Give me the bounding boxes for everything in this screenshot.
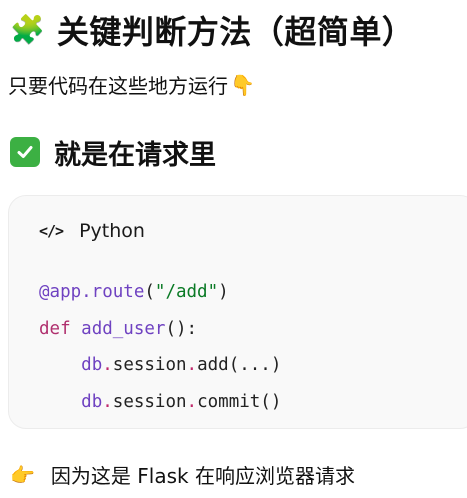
section-heading: 就是在请求里 bbox=[10, 133, 216, 171]
code-content[interactable]: @app.route("/add")def add_user(): db.ses… bbox=[39, 274, 281, 420]
footer-note: 👉 因为这是 Flask 在响应浏览器请求 bbox=[10, 460, 355, 489]
code-token: . bbox=[186, 391, 198, 412]
code-token: def bbox=[39, 318, 71, 339]
code-token: "/add" bbox=[154, 282, 219, 302]
check-mark-icon bbox=[10, 137, 40, 167]
code-line: def add_user(): bbox=[39, 311, 281, 348]
code-token: session bbox=[112, 391, 187, 412]
page-title-text: 关键判断方法（超简单） bbox=[56, 13, 415, 51]
code-token: ( bbox=[144, 282, 155, 302]
code-token bbox=[39, 355, 81, 375]
footer-text: 因为这是 Flask 在响应浏览器请求 bbox=[50, 464, 355, 488]
code-token: . bbox=[102, 355, 113, 375]
section-heading-text: 就是在请求里 bbox=[54, 139, 216, 171]
code-token: add_user bbox=[81, 318, 166, 339]
page-title: 🧩 关键判断方法（超简单） bbox=[10, 8, 414, 52]
code-block-header: </> Python bbox=[39, 220, 145, 242]
code-token: @app.route bbox=[39, 282, 145, 302]
code-token: commit() bbox=[197, 391, 282, 412]
code-token: (): bbox=[165, 318, 198, 339]
code-token bbox=[71, 319, 82, 339]
intro-text: 只要代码在这些地方运行 bbox=[8, 74, 228, 98]
code-token: db bbox=[81, 355, 103, 375]
code-block: </> Python @app.route("/add")def add_use… bbox=[8, 195, 467, 429]
intro-paragraph: 只要代码在这些地方运行 👇 bbox=[8, 70, 255, 99]
code-token: . bbox=[102, 391, 113, 412]
code-token: . bbox=[186, 355, 198, 375]
code-language-label: Python bbox=[79, 220, 145, 242]
code-token: db bbox=[81, 391, 103, 412]
code-line: db.session.commit() bbox=[39, 384, 281, 421]
code-icon: </> bbox=[39, 222, 64, 240]
code-token bbox=[39, 392, 81, 412]
puzzle-piece-icon: 🧩 bbox=[10, 13, 45, 46]
code-line: @app.route("/add") bbox=[39, 274, 281, 311]
code-token: add(...) bbox=[197, 355, 282, 375]
pointing-down-icon: 👇 bbox=[230, 72, 255, 97]
code-token: ) bbox=[218, 282, 229, 302]
code-token: session bbox=[112, 355, 187, 375]
code-line: db.session.add(...) bbox=[39, 347, 281, 384]
pointing-right-icon: 👉 bbox=[10, 462, 35, 487]
